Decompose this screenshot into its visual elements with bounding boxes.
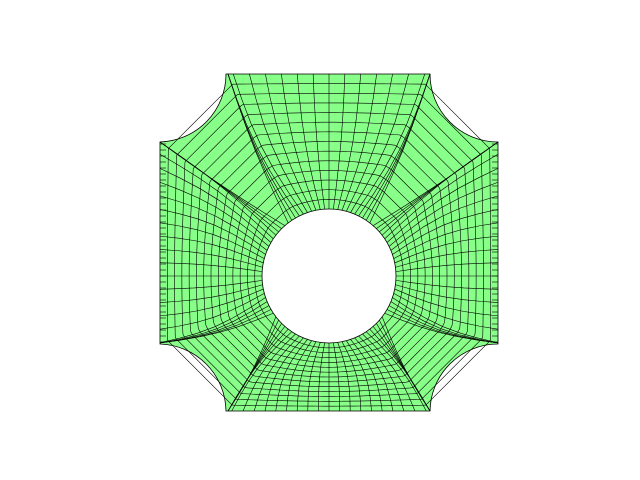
mesh-spoke: [369, 73, 431, 223]
mesh-spoke: [358, 73, 431, 217]
mesh-spoke: [253, 335, 300, 412]
mesh-spoke: [232, 73, 304, 215]
mesh-spoke: [362, 333, 416, 412]
mesh-spoke: [281, 73, 317, 211]
mesh-spoke: [386, 168, 499, 243]
mesh-ring: [181, 102, 477, 397]
mesh-spoke: [286, 340, 312, 412]
mesh-ring: [196, 121, 462, 388]
mesh-spoke: [159, 293, 265, 330]
mesh-spoke: [264, 337, 304, 412]
mesh-spoke: [296, 341, 317, 412]
mesh-spoke: [394, 235, 499, 264]
mesh-spoke: [159, 235, 264, 264]
mesh-spoke: [350, 339, 383, 412]
mesh-spoke: [265, 73, 312, 212]
mesh-spoke: [354, 337, 394, 412]
mesh-spoke: [358, 335, 405, 412]
mesh-spoke: [346, 340, 372, 412]
mesh-ring: [239, 179, 419, 358]
mesh-spoke: [341, 341, 362, 412]
mesh-spoke: [388, 181, 499, 247]
mesh-spoke: [159, 305, 270, 344]
mesh-spoke: [159, 195, 268, 251]
mesh-ring: [232, 170, 426, 363]
mesh-spoke: [354, 73, 426, 215]
mesh-spoke: [249, 73, 308, 213]
mesh-spoke: [159, 181, 270, 247]
mesh-ring: [254, 199, 404, 349]
mesh-spoke: [366, 331, 427, 412]
mesh-ring: [174, 92, 484, 402]
mesh-spoke: [242, 333, 296, 412]
mesh-spoke: [159, 153, 274, 239]
mesh-spoke: [231, 331, 292, 412]
mesh-spoke: [159, 297, 266, 343]
mesh-spoke: [159, 222, 265, 259]
center-hole: [261, 208, 397, 344]
mesh-spoke: [394, 288, 499, 317]
mesh-ring: [217, 150, 441, 373]
mesh-ring: [188, 112, 470, 392]
mesh-spoke: [392, 209, 499, 255]
mesh-spoke: [159, 288, 264, 317]
mesh-spoke: [393, 293, 499, 330]
mesh-ring: [225, 160, 433, 368]
mesh-spoke: [159, 168, 272, 243]
mesh-ring: [210, 141, 448, 378]
mesh-spoke: [341, 73, 377, 211]
mesh-grid-lines: [159, 73, 499, 412]
mesh-spoke: [392, 297, 499, 343]
mesh-spoke: [350, 73, 409, 213]
mesh-spoke: [393, 222, 499, 259]
mesh-spoke: [384, 312, 499, 344]
mesh-spoke: [227, 73, 296, 219]
mesh-spoke: [159, 301, 268, 344]
mesh-ring: [166, 83, 492, 407]
mesh-spoke: [384, 153, 499, 239]
mesh-ring: [247, 189, 411, 354]
mesh-spoke: [227, 73, 300, 217]
mesh-spoke: [390, 195, 499, 251]
mesh-spoke: [390, 301, 499, 344]
mesh-spoke: [159, 209, 266, 255]
mesh-spoke: [346, 73, 393, 212]
mesh-spoke: [275, 339, 308, 412]
mesh-ring: [203, 131, 455, 383]
